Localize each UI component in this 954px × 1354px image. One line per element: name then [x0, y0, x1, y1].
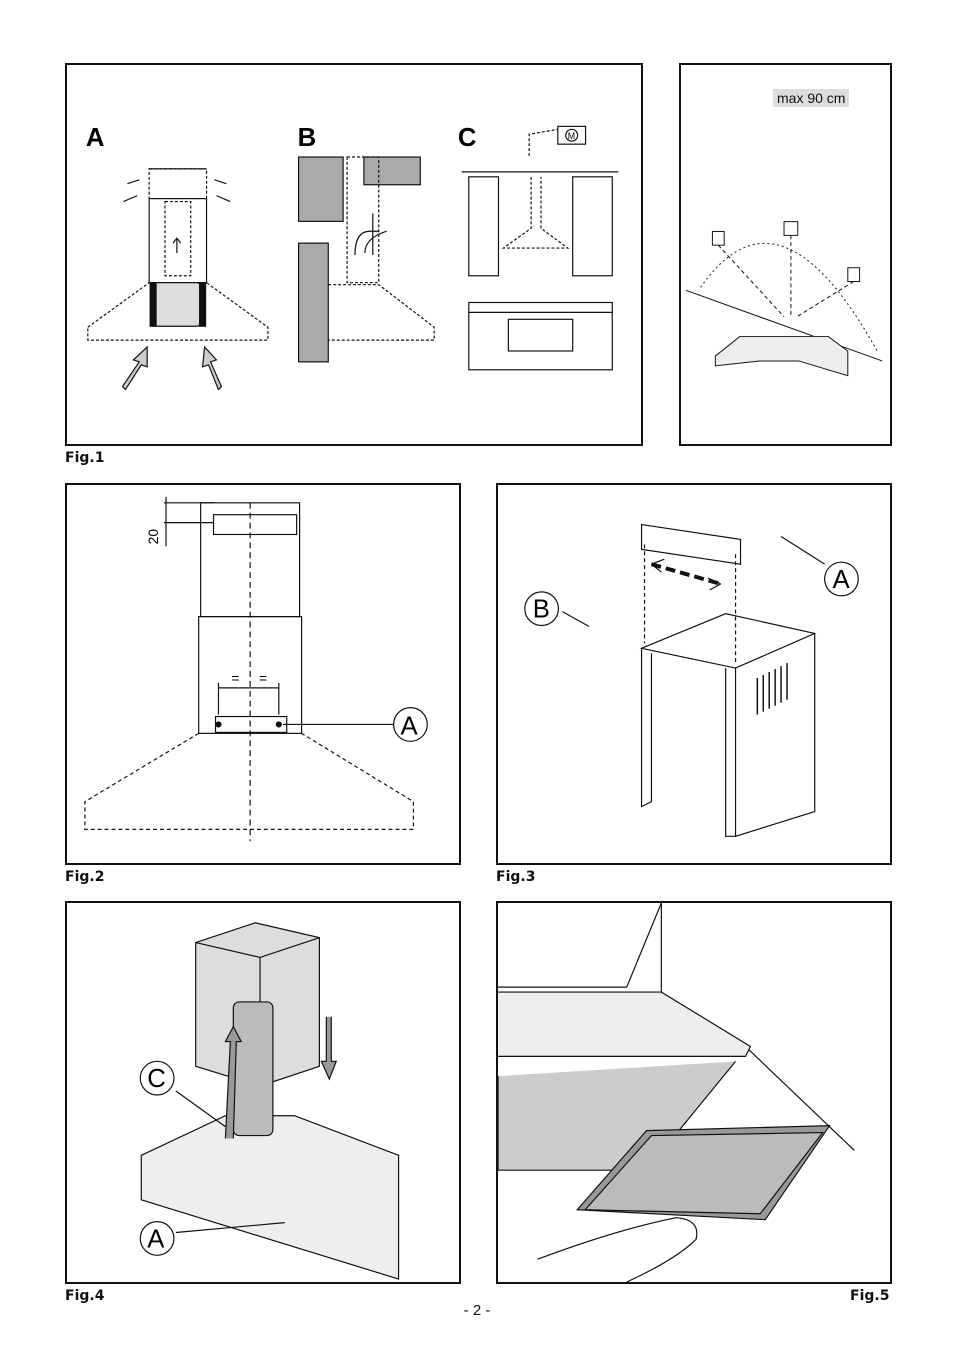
fig2-label-a: A	[401, 712, 419, 740]
page-number: - 2 -	[463, 1302, 491, 1319]
fig2-dim-20: 20	[145, 529, 161, 545]
fig3-label-b: B	[533, 596, 550, 624]
fig1-electric-drawing	[685, 221, 883, 377]
fig1-label-b: B	[298, 124, 317, 152]
fig4-label-c: C	[147, 1065, 166, 1093]
fig1-b-diagram	[297, 156, 435, 363]
fig5-panel	[496, 901, 892, 1284]
fig3-panel: A B	[496, 483, 892, 865]
fig3-drawing: A B	[524, 523, 859, 838]
fig2-eq-right: =	[259, 670, 267, 686]
fig2-panel: 20 = = A	[65, 483, 461, 865]
max-distance-label: max 90 cm	[773, 89, 850, 107]
fig1-c-diagram	[461, 125, 619, 371]
fig4-drawing: C A	[139, 922, 400, 1280]
fig2-drawing: 20 = = A	[84, 496, 428, 842]
fig1-electric-panel: max 90 cm	[679, 63, 892, 446]
fig4-caption: Fig.4	[65, 1288, 105, 1304]
fig1-caption: Fig.1	[65, 450, 105, 466]
fig2-caption: Fig.2	[65, 869, 105, 885]
fig5-drawing	[498, 903, 855, 1282]
fig4-panel: C A	[65, 901, 461, 1284]
fig1-a-diagram	[87, 168, 269, 391]
fig3-label-a: A	[833, 566, 851, 594]
fig1-label-a: A	[86, 124, 105, 152]
fig1-label-c: C	[458, 124, 477, 152]
fig1-drawing: A B C M	[86, 124, 619, 391]
fig3-caption: Fig.3	[496, 869, 536, 885]
fig1-motor-label: M	[568, 131, 575, 141]
fig1-panel: A B C M	[65, 63, 643, 446]
fig4-label-a: A	[147, 1225, 165, 1253]
fig2-eq-left: =	[231, 670, 239, 686]
fig5-caption: Fig.5	[850, 1288, 890, 1304]
